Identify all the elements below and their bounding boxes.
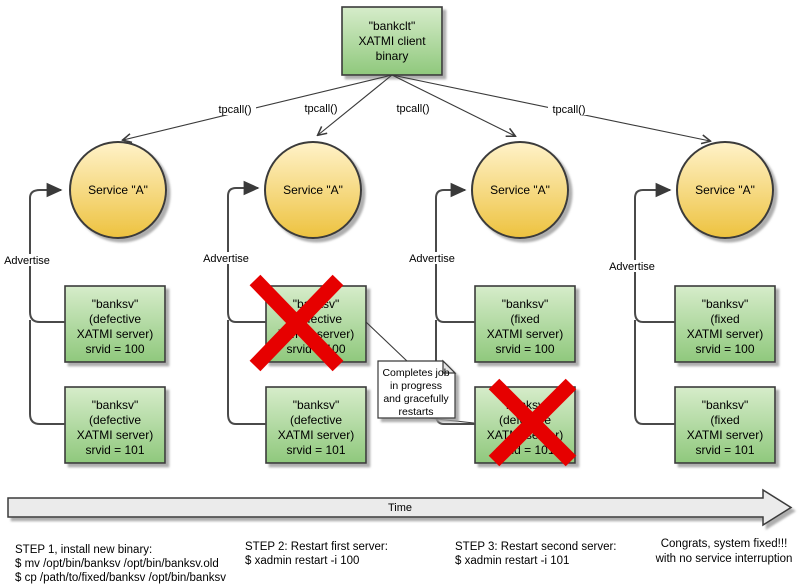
tpcall-label-2: tpcall(): [304, 103, 337, 115]
server-box-line: (fixed: [510, 312, 539, 326]
server-box-4b: [674, 386, 776, 464]
server-box-line: srvid = 100: [495, 342, 554, 356]
cross-mark-stopped-server-2: [488, 378, 577, 467]
advertise-label-4: Advertise: [609, 261, 655, 273]
congrats-line-2: with no service interruption: [655, 553, 793, 565]
step3-line-1: STEP 3: Restart second server:: [455, 541, 617, 553]
time-arrow-group: Time: [7, 488, 793, 527]
server-box-line: "banksv": [702, 398, 749, 412]
service-circle-4: [676, 141, 774, 239]
note-line-4: restarts: [398, 406, 433, 418]
server-box-line: "banksv": [502, 297, 549, 311]
server-box-line: "banksv": [92, 398, 139, 412]
step3-line-2: $ xadmin restart -i 101: [455, 555, 569, 567]
tpcall-label-4: tpcall(): [552, 104, 585, 116]
server-box-line: srvid = 101: [286, 443, 345, 457]
advertise-label-3: Advertise: [409, 253, 455, 265]
note-shape: [377, 360, 456, 419]
tpcall-labels: tpcall() tpcall() tpcall() tpcall(): [214, 101, 590, 116]
service-label-4: Service "A": [695, 183, 755, 197]
server-box-line: srvid = 101: [695, 443, 754, 457]
step1-line-3: $ cp /path/to/fixed/banksv /opt/bin/bank…: [15, 572, 226, 584]
client-line-2: XATMI client: [358, 34, 426, 48]
note-fold-corner: [442, 359, 457, 374]
congrats-line-1: Congrats, system fixed!!!: [661, 538, 788, 550]
server-box-line: srvid = 101: [85, 443, 144, 457]
step1-line-1: STEP 1, install new binary:: [15, 544, 152, 556]
server-box-line: "banksv": [702, 297, 749, 311]
server-box-line: "banksv": [293, 398, 340, 412]
service-label-3: Service "A": [490, 183, 550, 197]
client-binary-node: "bankclt" XATMI client binary: [341, 6, 443, 76]
server-box-line: XATMI server): [278, 428, 354, 442]
advertise-label-1: Advertise: [4, 255, 50, 267]
client-line-3: binary: [376, 49, 409, 63]
time-arrow: [7, 488, 793, 527]
server-box-line: (defective: [89, 312, 141, 326]
tpcall-label-3: tpcall(): [396, 103, 429, 115]
tpcall-label-bg-4: [548, 102, 590, 115]
tpcall-edge-3: [391, 74, 515, 136]
advertise-edge-1b: [29, 320, 65, 425]
advertise-label-bg-1: [1, 254, 53, 266]
note-connector-1: [365, 321, 409, 363]
advertise-edge-2b: [227, 320, 266, 425]
advertise-label-2: Advertise: [203, 253, 249, 265]
server-box-1b: [64, 386, 166, 464]
server-box-2b: [265, 386, 367, 464]
server-box-line: XATMI server): [687, 428, 763, 442]
note-line-3: and gracefully: [383, 393, 449, 405]
server-box-line: srvid = 100: [85, 342, 144, 356]
client-binary-box: [341, 6, 443, 76]
server-box-3a: [474, 285, 576, 363]
server-box-line: XATMI server): [77, 327, 153, 341]
tpcall-edge-1: [123, 74, 393, 140]
advertise-label-bg-2: [200, 252, 252, 264]
note-line-1: Completes job: [382, 367, 449, 379]
tpcall-label-bg-2: [300, 101, 342, 114]
service-label-2: Service "A": [283, 183, 343, 197]
note-line-2: in progress: [390, 380, 442, 392]
advertise-label-bg-3: [406, 252, 458, 264]
server-box-line: (fixed: [710, 413, 739, 427]
time-label: Time: [388, 502, 412, 514]
advertise-labels: Advertise Advertise Advertise Advertise: [1, 252, 658, 273]
advertise-edge-4a: [634, 182, 675, 323]
server-box-line: XATMI server): [487, 327, 563, 341]
server-box-line: (defective: [290, 413, 342, 427]
step2-line-1: STEP 2: Restart first server:: [245, 541, 388, 553]
server-box-line: "banksv": [92, 297, 139, 311]
server-box-4a: [674, 285, 776, 363]
server-box-line: (fixed: [710, 312, 739, 326]
server-box-line: XATMI server): [687, 327, 763, 341]
server-box-line: XATMI server): [77, 428, 153, 442]
service-circle-3: [471, 141, 569, 239]
tpcall-label-bg-3: [392, 101, 434, 114]
server-box-line: (defective: [89, 413, 141, 427]
tpcall-edge-2: [318, 74, 393, 135]
client-line-1: "bankclt": [369, 19, 416, 33]
service-circle-1: [69, 141, 167, 239]
tpcall-label-1: tpcall(): [218, 104, 251, 116]
cross-mark-stopped-server-1: [249, 274, 344, 372]
note-group: Completes job in progress and gracefully…: [365, 321, 475, 424]
advertise-label-bg-4: [606, 260, 658, 272]
step-captions: STEP 1, install new binary: $ mv /opt/bi…: [15, 538, 792, 584]
server-column-4: "banksv" (fixed XATMI server) srvid = 10…: [674, 285, 776, 464]
tpcall-label-bg-1: [214, 102, 256, 115]
step2-line-2: $ xadmin restart -i 100: [245, 555, 359, 567]
cross-marks: [249, 274, 577, 467]
service-label-1: Service "A": [88, 183, 148, 197]
service-circles: Service "A" Service "A" Service "A" Serv…: [69, 141, 774, 239]
step1-line-2: $ mv /opt/bin/banksv /opt/bin/banksv.old: [15, 558, 219, 570]
server-box-1a: [64, 285, 166, 363]
server-column-1: "banksv" (defective XATMI server) srvid …: [64, 285, 166, 464]
advertise-edge-4b: [634, 320, 675, 425]
server-box-line: srvid = 100: [695, 342, 754, 356]
service-circle-2: [264, 141, 362, 239]
